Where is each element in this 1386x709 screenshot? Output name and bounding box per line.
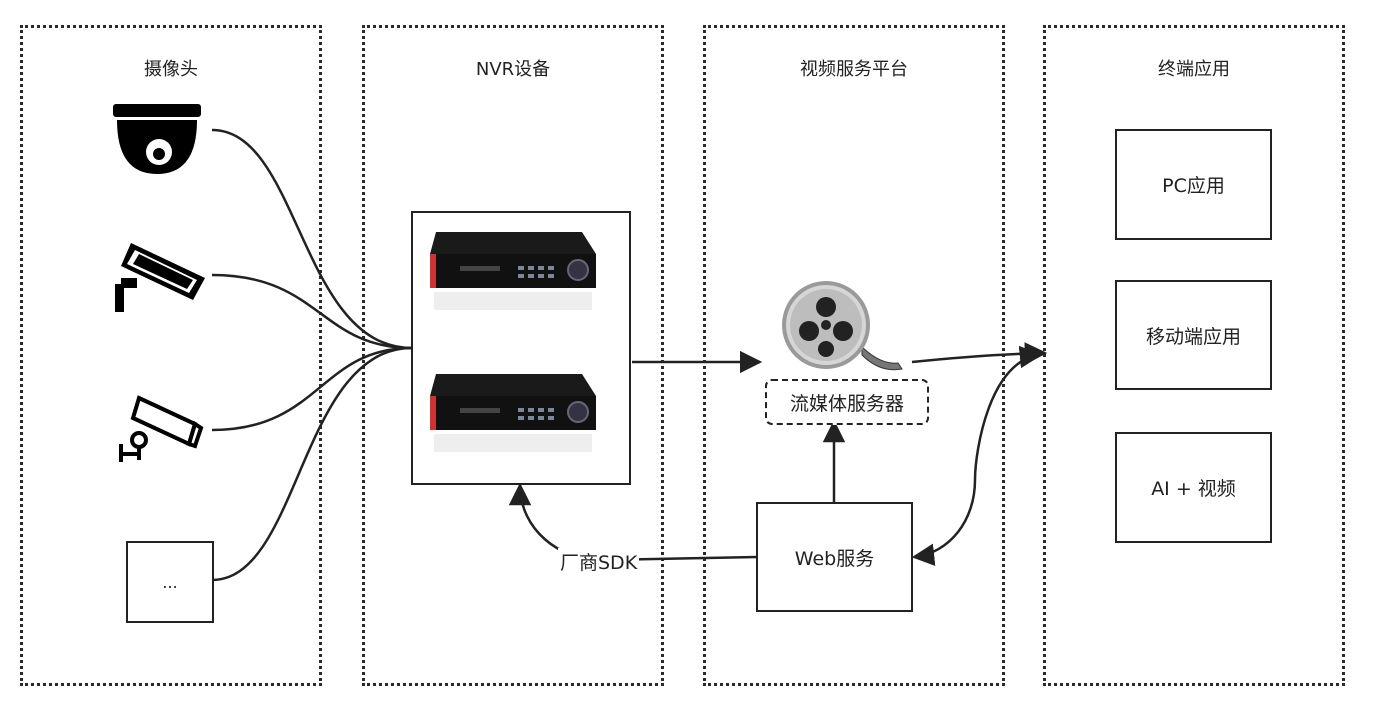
group-title-cameras: 摄像头: [144, 59, 198, 80]
group-title-platform: 视频服务平台: [800, 59, 908, 80]
edge-camera3-nvr: [211, 346, 413, 432]
film-reel-icon: [782, 281, 903, 371]
group-cameras: [20, 25, 322, 686]
nvr-recorder-icon: [430, 374, 596, 452]
bullet-camera-icon: [115, 243, 205, 312]
edge-camera1-nvr: [211, 128, 413, 350]
group-nvr: [362, 25, 664, 686]
node-ai-video: AI + 视频: [1115, 432, 1272, 543]
edge-camera2-nvr: [211, 273, 413, 350]
node-other-camera: ...: [126, 541, 214, 623]
group-title-nvr: NVR设备: [475, 59, 551, 80]
node-web-service: Web服务: [756, 502, 913, 612]
group-title-terminal: 终端应用: [1158, 59, 1230, 80]
node-pc-app: PC应用: [1115, 129, 1272, 240]
dome-camera-icon: [113, 104, 201, 174]
edge-label-vendor-sdk: 厂商SDK: [558, 548, 640, 575]
node-stream-server: 流媒体服务器: [765, 379, 929, 425]
edge-other-nvr: [211, 346, 413, 582]
edge-web-terminal: [911, 345, 1043, 566]
nvr-recorder-icon: [430, 232, 596, 310]
box-camera-icon: [119, 395, 204, 462]
node-mobile-app: 移动端应用: [1115, 280, 1272, 390]
